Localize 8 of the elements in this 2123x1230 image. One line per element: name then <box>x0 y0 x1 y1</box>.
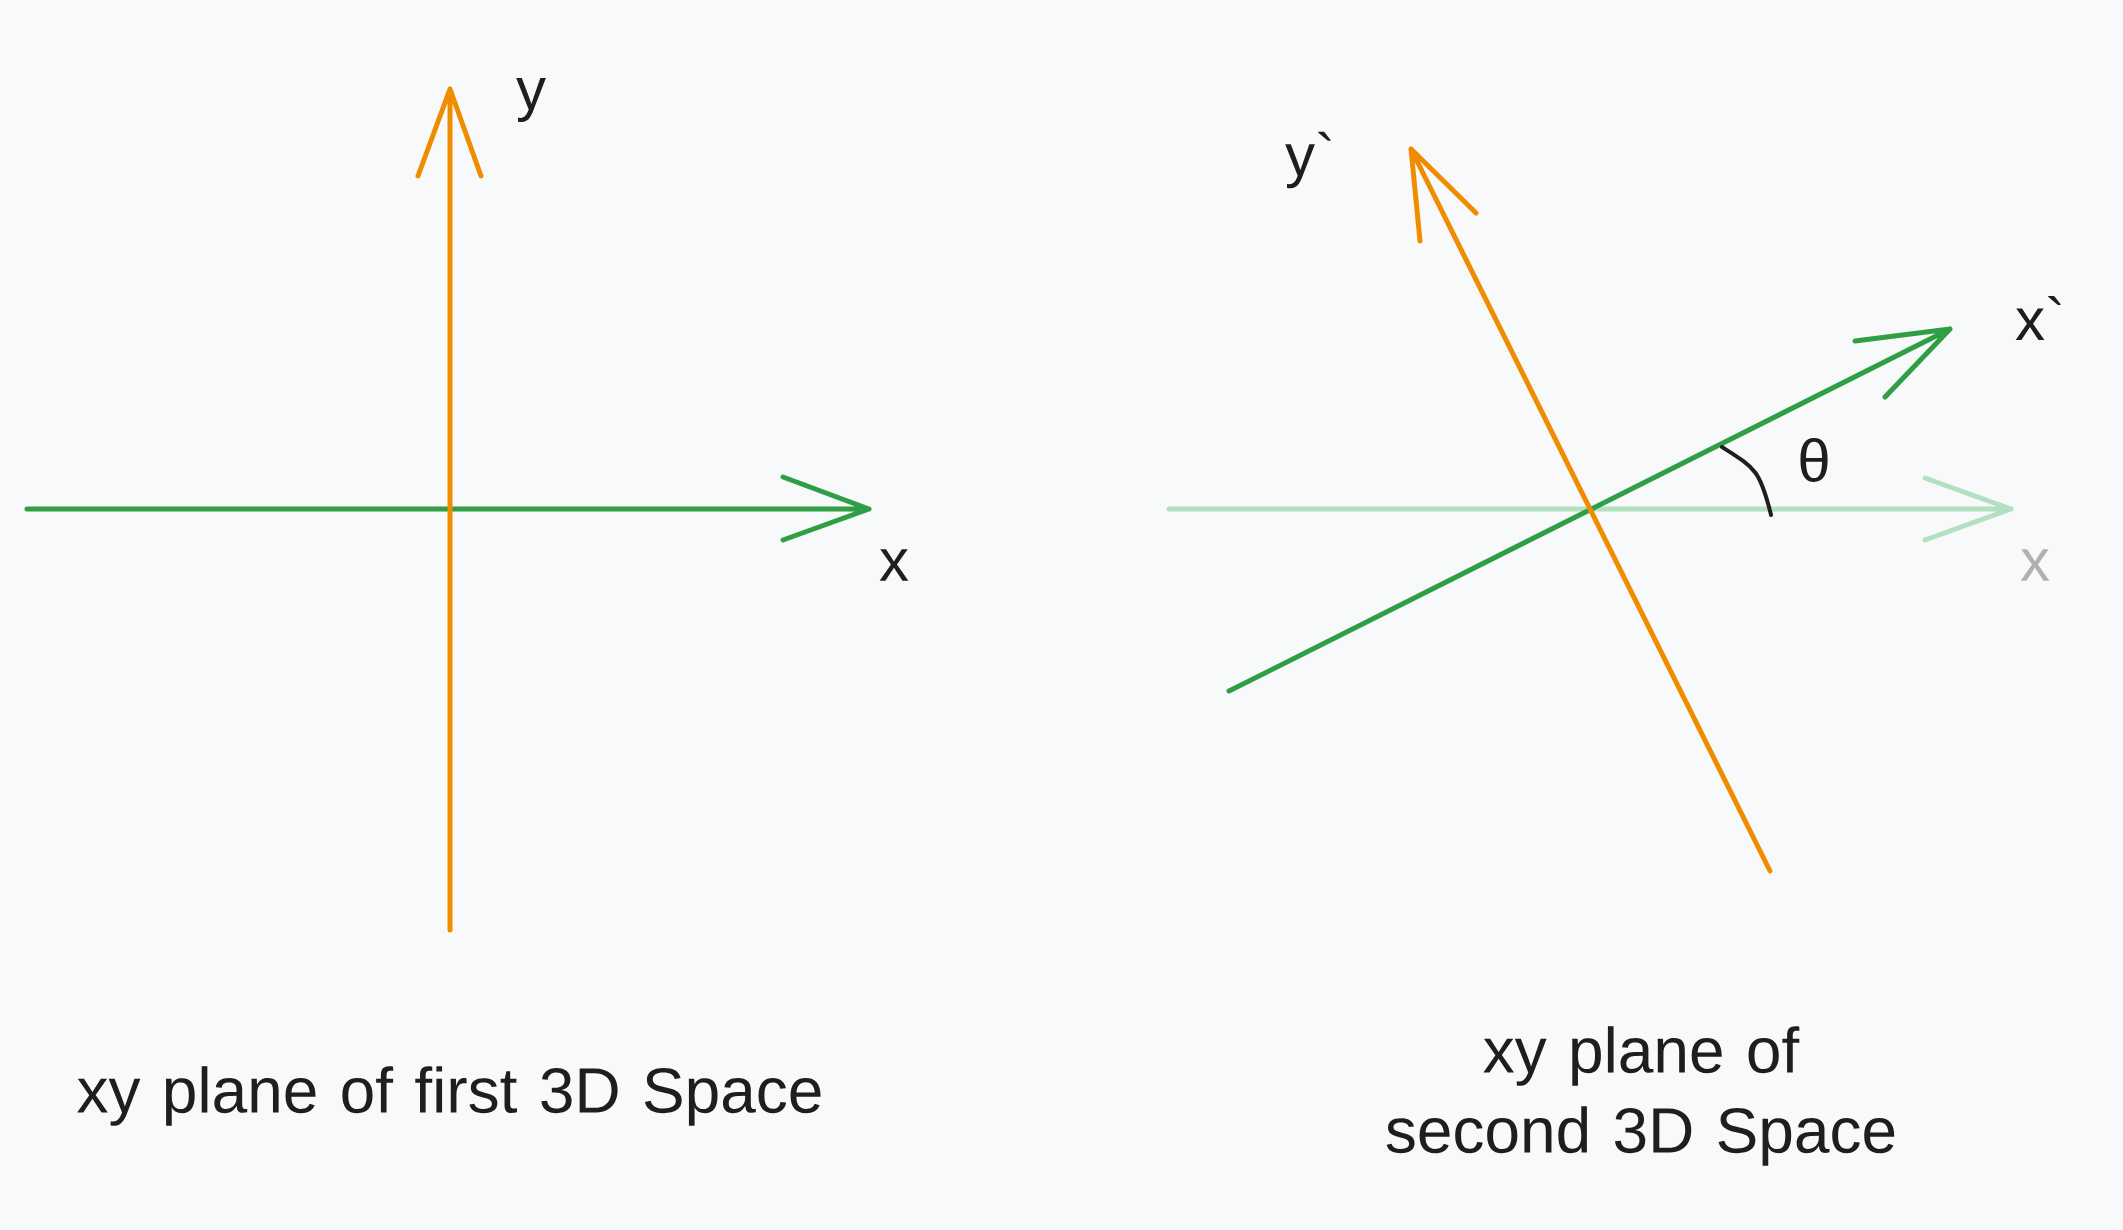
axis-label: y` <box>1285 131 1331 189</box>
axis-label: y <box>516 77 546 123</box>
caption: xy plane of first 3D Space <box>77 1066 821 1126</box>
axis-label: x <box>879 549 909 581</box>
angle-label: θ <box>1800 438 1828 483</box>
axis-label: x` <box>2015 295 2061 341</box>
caption: xy plane of second 3D Space <box>1386 1026 1895 1166</box>
axis-label: x <box>2020 549 2050 581</box>
